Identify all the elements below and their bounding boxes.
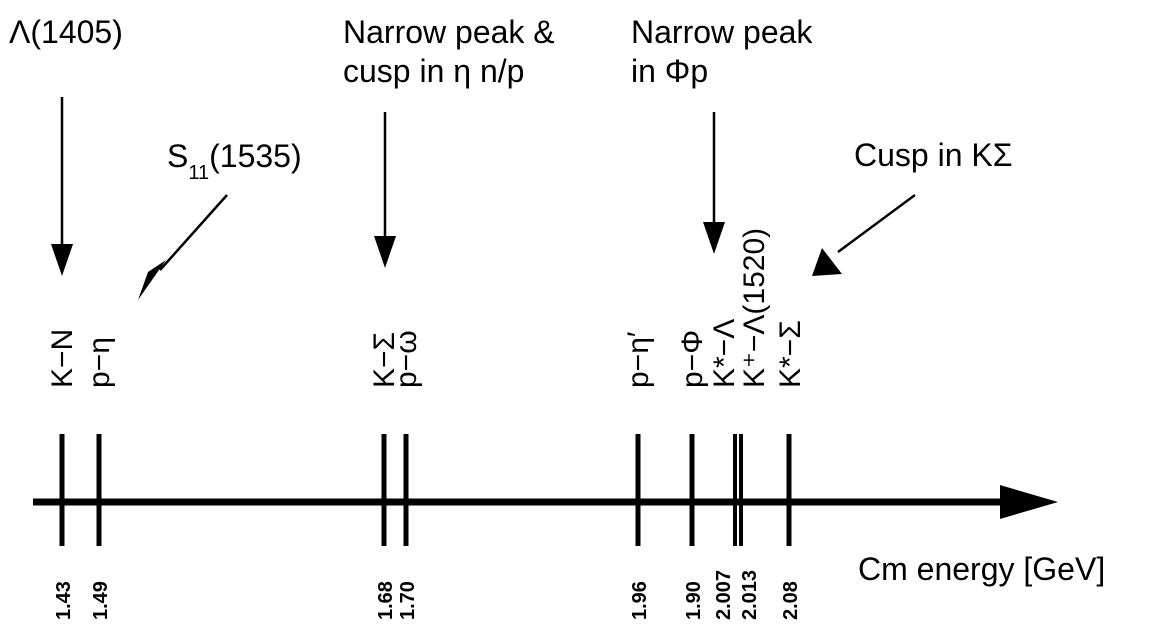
energy-label: 1.49 <box>90 581 112 620</box>
threshold-ticks <box>59 434 792 546</box>
energy-label: 1.43 <box>53 581 75 620</box>
annotation-text-line1: Narrow peak & <box>343 14 555 50</box>
channel-label: p−η′ <box>622 331 655 388</box>
annotation-text: Λ(1405) <box>9 14 123 50</box>
annotation-lambda-1405: Λ(1405) <box>9 14 123 276</box>
energy-label: 1.96 <box>629 581 651 620</box>
energy-label: 2.007 <box>713 570 735 620</box>
annotation-text-line1: Narrow peak <box>631 14 813 50</box>
arrow-diagonal-icon <box>138 260 166 300</box>
energy-label: 1.70 <box>397 581 419 620</box>
energy-label: 2.08 <box>780 581 802 620</box>
energy-label: 2.013 <box>739 570 761 620</box>
annotation-narrow-peak-phi: Narrow peak in Φp <box>631 14 813 254</box>
arrow-down-icon <box>374 236 396 268</box>
arrow-diagonal-icon <box>812 248 842 276</box>
channel-label: K−N <box>46 329 79 388</box>
channel-label: K⁺−Λ(1520) <box>738 228 771 388</box>
channel-label: K*−Σ <box>774 320 807 388</box>
axis-label: Cm energy [GeV] <box>858 551 1105 587</box>
channel-label: K*−Λ <box>708 319 741 388</box>
channel-label: p−ω <box>390 330 423 388</box>
annotation-arrow-shaft <box>159 194 228 271</box>
annotation-arrow-shaft <box>837 193 916 254</box>
annotation-text-line2: cusp in η n/p <box>343 53 524 89</box>
axis-arrowhead-icon <box>1000 485 1058 519</box>
annotation-text: S11(1535) <box>167 138 302 184</box>
energy-axis <box>33 485 1058 519</box>
annotation-narrow-peak-eta: Narrow peak & cusp in η n/p <box>343 14 555 268</box>
annotation-s11-1535: S11(1535) <box>138 138 302 300</box>
energy-label: 1.68 <box>375 581 397 620</box>
arrow-down-icon <box>51 244 73 276</box>
arrow-down-icon <box>703 222 725 254</box>
annotation-text-line2: in Φp <box>631 53 708 89</box>
channel-label: p−η <box>83 337 116 388</box>
annotation-text: Cusp in KΣ <box>854 137 1013 173</box>
channel-label: K−Σ <box>368 332 401 388</box>
annotation-cusp-ksigma: Cusp in KΣ <box>812 137 1013 276</box>
channel-label: p−Φ <box>676 330 709 388</box>
energy-label: 1.90 <box>683 581 705 620</box>
